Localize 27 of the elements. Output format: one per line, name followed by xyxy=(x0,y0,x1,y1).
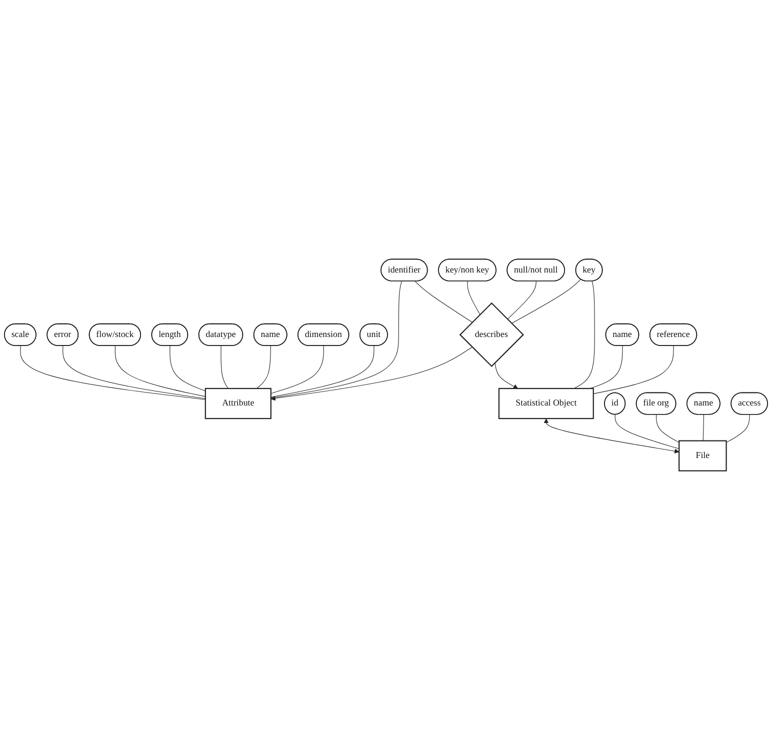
node-box: Statistical Object xyxy=(498,388,594,420)
arrow xyxy=(544,418,680,454)
node-diamond: describes xyxy=(459,302,524,368)
node-box: File xyxy=(678,440,727,472)
connector xyxy=(590,346,623,389)
arrow xyxy=(270,346,472,401)
connector xyxy=(114,346,206,397)
connector xyxy=(414,280,472,323)
connector xyxy=(270,346,324,394)
connector xyxy=(20,346,206,400)
connector xyxy=(656,414,680,443)
arrow xyxy=(494,362,518,389)
connector xyxy=(220,346,228,389)
connector xyxy=(62,346,206,399)
connector xyxy=(270,280,402,398)
connector xyxy=(574,280,595,389)
connector xyxy=(614,414,680,450)
connector xyxy=(702,414,704,442)
connector xyxy=(593,346,674,394)
connector xyxy=(726,414,750,443)
connector xyxy=(507,280,536,320)
connector xyxy=(256,346,271,389)
connector xyxy=(170,346,206,392)
connector xyxy=(467,280,480,315)
connector xyxy=(511,279,581,324)
connector xyxy=(270,346,374,398)
node-box: Attribute xyxy=(204,388,272,420)
